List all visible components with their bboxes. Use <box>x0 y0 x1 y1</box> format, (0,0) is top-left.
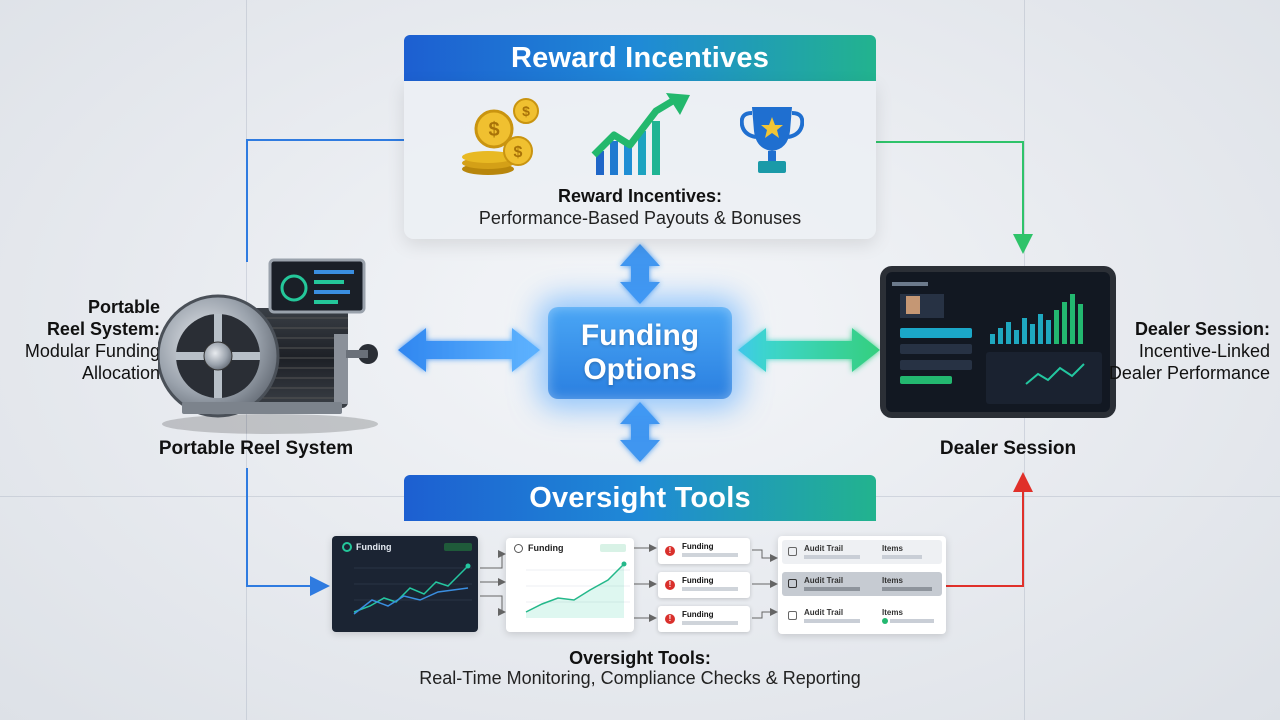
alert-title: Funding <box>682 576 714 585</box>
dark-card-badge <box>444 543 472 551</box>
reel-side-line-3: Modular Funding <box>24 341 160 361</box>
audit-row-col: Items <box>882 544 903 553</box>
connector-reward-to-reel <box>246 139 404 262</box>
status-dot <box>882 618 888 624</box>
funding-line-2: Options <box>583 353 697 386</box>
double-arrow-bottom <box>620 402 660 462</box>
alert-card: ! Funding <box>658 572 750 598</box>
coins-icon: $ $ $ <box>462 98 539 175</box>
reel-side-line-4: Allocation <box>81 363 160 383</box>
connector-oversight-to-dealer <box>946 472 1033 587</box>
light-card-logo-icon <box>514 544 523 553</box>
audit-row: Audit Trail Items <box>782 604 942 628</box>
double-arrow-top <box>620 244 660 304</box>
dealer-tablet-image <box>880 266 1116 418</box>
svg-text:$: $ <box>514 144 523 161</box>
double-arrow-left <box>398 328 540 372</box>
funding-line-1: Funding <box>580 319 700 352</box>
audit-trail-card: Audit Trail Items Audit Trail Items Audi… <box>778 536 946 634</box>
oversight-tools-header: Oversight Tools <box>404 475 876 521</box>
double-arrow-right <box>738 328 880 372</box>
audit-row-bar <box>804 555 860 559</box>
audit-row-bar <box>882 587 932 591</box>
audit-row-label: Audit Trail <box>804 544 844 553</box>
dealer-side-line-2: Incentive-Linked <box>1138 341 1270 361</box>
alert-icon: ! <box>665 614 675 624</box>
audit-row: Audit Trail Items <box>782 572 942 596</box>
trophy-icon <box>740 107 804 173</box>
audit-row: Audit Trail Items <box>782 540 942 564</box>
audit-row-label: Audit Trail <box>804 608 844 617</box>
reward-incentives-header: Reward Incentives <box>404 35 876 81</box>
dark-card-title: Funding <box>356 542 392 552</box>
oversight-caption-subtitle: Real-Time Monitoring, Compliance Checks … <box>419 668 861 688</box>
light-card-badge <box>600 544 626 552</box>
alert-card: ! Funding <box>658 606 750 632</box>
audit-row-bar <box>804 619 860 623</box>
flag-icon <box>788 579 797 588</box>
reward-caption-title: Reward Incentives: <box>557 186 723 206</box>
light-card-title: Funding <box>528 543 564 553</box>
dealer-side-line-3: Dealer Performance <box>1108 363 1270 383</box>
reel-machine-image <box>158 258 378 434</box>
lock-icon <box>788 547 797 556</box>
connector-reel-to-oversight <box>246 468 330 596</box>
funding-light-chart-card: Funding <box>506 538 634 632</box>
reward-caption-subtitle: Performance-Based Payouts & Bonuses <box>478 208 802 228</box>
dealer-side-label: Dealer Session: Incentive-Linked Dealer … <box>1100 318 1270 384</box>
alert-icon: ! <box>665 580 675 590</box>
dark-card-logo-icon <box>342 542 352 552</box>
dark-card-line-chart <box>353 563 472 615</box>
reward-header-text: Reward Incentives <box>510 41 770 74</box>
alert-subtext-bar <box>682 553 738 557</box>
funding-dark-chart-card: Funding <box>332 536 478 632</box>
oversight-header-text: Oversight Tools <box>529 481 751 514</box>
audit-row-col: Items <box>882 608 903 617</box>
alert-card: ! Funding <box>658 538 750 564</box>
dealer-label: Dealer Session <box>939 438 1077 459</box>
alert-icon: ! <box>665 546 675 556</box>
reward-incentives-panel: $ $ $ Reward Incentives: Performance-Bas… <box>404 81 876 239</box>
svg-text:$: $ <box>522 103 530 119</box>
connector-reward-to-dealer <box>876 141 1033 254</box>
audit-row-col: Items <box>882 576 903 585</box>
light-card-line-chart <box>525 561 630 618</box>
audit-row-bar <box>804 587 860 591</box>
reel-side-label: Portable Reel System: Modular Funding Al… <box>20 296 160 384</box>
oversight-caption-title: Oversight Tools: <box>569 648 711 668</box>
growth-chart-icon <box>591 93 690 175</box>
edit-icon <box>788 611 797 620</box>
audit-row-bar <box>882 555 922 559</box>
alert-title: Funding <box>682 610 714 619</box>
reel-side-line-2: Reel System: <box>46 319 160 339</box>
dealer-side-line-1: Dealer Session: <box>1134 319 1270 339</box>
alert-subtext-bar <box>682 621 738 625</box>
funding-options-box: Funding Options <box>548 307 732 399</box>
alert-subtext-bar <box>682 587 738 591</box>
reel-label: Portable Reel System <box>158 438 354 459</box>
svg-text:$: $ <box>488 119 499 141</box>
audit-row-label: Audit Trail <box>804 576 844 585</box>
audit-row-bar <box>890 619 934 623</box>
alert-title: Funding <box>682 542 714 551</box>
reel-side-line-1: Portable <box>87 297 160 317</box>
